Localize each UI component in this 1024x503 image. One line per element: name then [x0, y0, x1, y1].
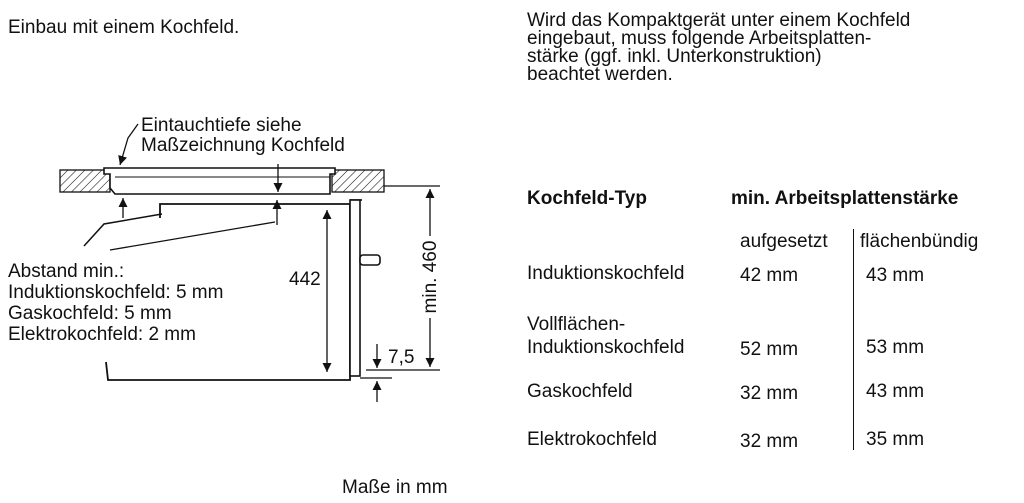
table-row-flush: 43 mm [866, 265, 925, 286]
table-row-type-line2: Induktionskochfeld [527, 337, 685, 358]
gap-line-upper [109, 221, 276, 251]
table-row-flush: 43 mm [866, 381, 925, 402]
table-row-type: Induktionskochfeld [527, 263, 685, 284]
distance-title: Abstand min.: [8, 261, 125, 282]
table-row-surface: 52 mm [740, 339, 799, 360]
callout-leader [118, 123, 139, 166]
worktop-left-section [59, 169, 111, 193]
table-row-surface: 32 mm [740, 383, 799, 404]
left-heading: Einbau mit einem Kochfeld. [8, 17, 240, 38]
callout-text-line2: Maßzeichnung Kochfeld [141, 135, 345, 156]
distance-induction: Induktionskochfeld: 5 mm [8, 282, 224, 303]
table-header-thickness: min. Arbeitsplattenstärke [731, 188, 959, 209]
table-header-type: Kochfeld-Typ [527, 188, 647, 209]
table-row-type: Elektrokochfeld [527, 429, 657, 450]
hob-body [103, 167, 336, 195]
distance-electric: Elektrokochfeld: 2 mm [8, 324, 196, 345]
units-footnote: Maße in mm [342, 477, 448, 498]
table-row-type: Gaskochfeld [527, 381, 633, 402]
distance-gas: Gaskochfeld: 5 mm [8, 303, 172, 324]
dimension-460-label: min. 460 [420, 240, 441, 314]
gap-line-lower [83, 213, 163, 247]
dimension-442-label: 442 [289, 269, 321, 290]
table-row-surface: 32 mm [740, 431, 799, 452]
table-row-flush: 53 mm [866, 337, 925, 358]
appliance-knob [359, 254, 381, 266]
table-subheader-flush: flächenbündig [860, 231, 979, 252]
worktop-right-section [331, 169, 385, 193]
callout-text-line1: Eintauchtiefe siehe [141, 115, 302, 136]
table-row-type: Vollflächen- [527, 314, 626, 335]
table-row-flush: 35 mm [866, 429, 925, 450]
appliance-front-panel [349, 199, 361, 377]
dimension-7-5-label: 7,5 [388, 347, 415, 368]
table-subheader-surface: aufgesetzt [740, 231, 828, 252]
table-row-surface: 42 mm [740, 265, 799, 286]
table-column-separator [853, 229, 854, 450]
requirement-paragraph: Wird das Kompaktgerät unter einem Kochfe… [527, 10, 911, 85]
